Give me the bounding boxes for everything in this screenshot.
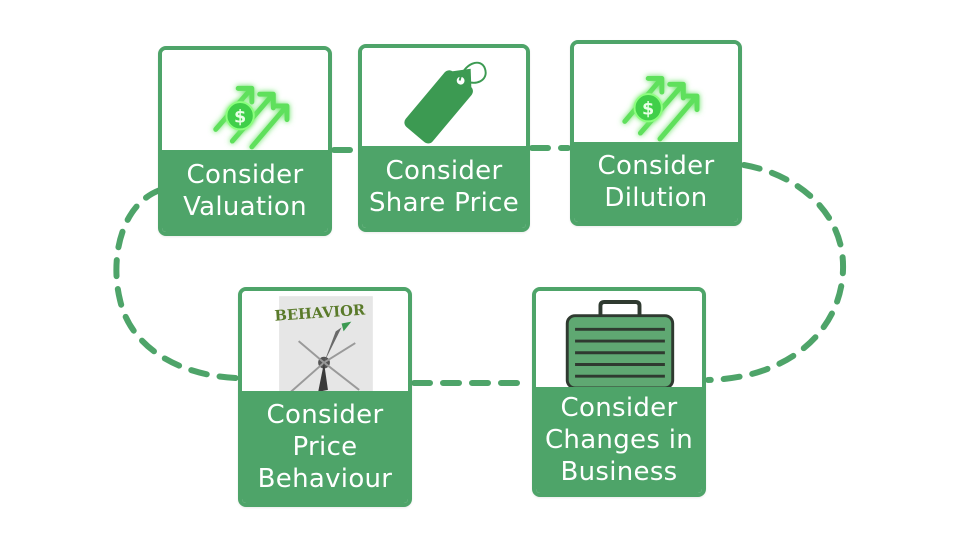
card-label: Consider Price Behaviour — [242, 391, 408, 503]
dollar-growth-arrows-icon: $ — [213, 85, 290, 150]
card-image-area: $ — [162, 50, 328, 158]
label-line-3: Behaviour — [257, 464, 393, 494]
svg-text:$: $ — [642, 100, 654, 120]
card-image-area: BEHAVIOR — [242, 291, 408, 399]
card-consider-dilution: $ Consider Dilution — [570, 40, 742, 226]
connector-left-loop — [113, 187, 239, 381]
card-label: Consider Dilution — [574, 142, 738, 222]
card-label: Consider Changes in Business — [536, 387, 702, 493]
card-consider-price-behaviour: BEHAVIOR Consider Price Behaviour — [238, 287, 412, 507]
label-line-1: Consider — [186, 160, 304, 190]
behavior-image-text: BEHAVIOR — [274, 301, 366, 324]
label-line-2: Dilution — [604, 183, 708, 213]
svg-text:$: $ — [234, 108, 246, 128]
label-line-1: Consider — [597, 151, 715, 181]
briefcase-icon — [565, 300, 675, 390]
label-line-2: Price — [292, 432, 358, 462]
label-line-3: Business — [560, 457, 678, 487]
label-line-1: Consider — [385, 156, 503, 186]
label-line-2: Changes in — [544, 425, 694, 455]
card-consider-valuation: $ Consider Valuation — [158, 46, 332, 236]
card-consider-share-price: Consider Share Price — [358, 44, 530, 232]
label-line-1: Consider — [560, 393, 678, 423]
card-label: Consider Share Price — [362, 146, 526, 228]
compass-behavior-image: BEHAVIOR — [274, 296, 373, 394]
price-tag-icon — [404, 61, 487, 144]
connector-right-loop — [705, 162, 847, 383]
card-image-area: $ — [574, 44, 738, 150]
card-image-area — [536, 291, 702, 395]
card-image-area — [362, 48, 526, 154]
label-line-1: Consider — [266, 400, 384, 430]
dollar-growth-arrows-icon: $ — [622, 76, 700, 142]
card-consider-changes-in-business: Consider Changes in Business — [532, 287, 706, 497]
card-label: Consider Valuation — [162, 150, 328, 232]
label-line-2: Share Price — [368, 188, 520, 218]
label-line-2: Valuation — [183, 192, 307, 222]
